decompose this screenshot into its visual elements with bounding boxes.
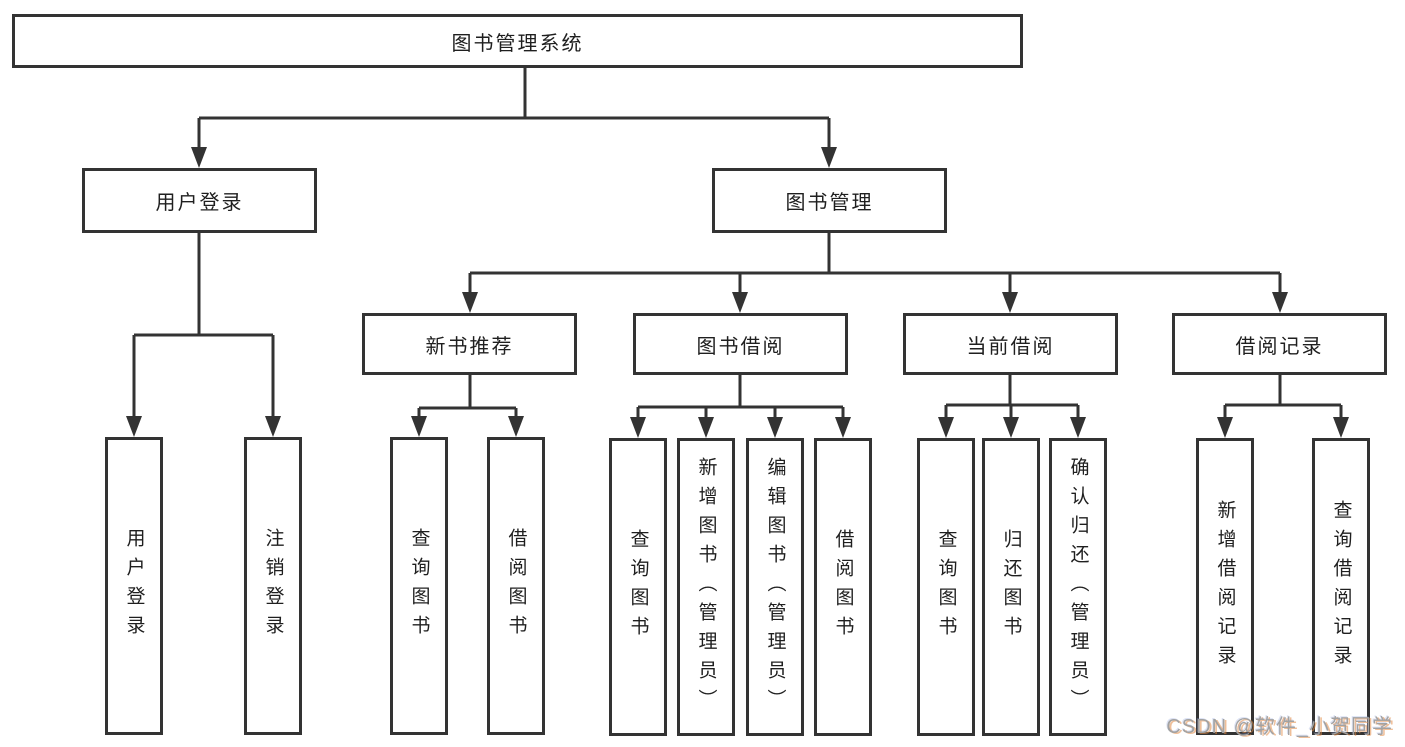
node-leaf-query-books-current: 查询图书 xyxy=(917,438,975,736)
node-leaf-logout: 注销登录 xyxy=(244,437,302,735)
csdn-watermark: CSDN @软件_小贺同学 xyxy=(1166,716,1393,738)
node-leaf-add-borrow-record: 新增借阅记录 xyxy=(1196,438,1254,735)
node-leaf-edit-books-admin: 编辑图书（管理员） xyxy=(746,438,804,736)
node-book-borrowing: 图书借阅 xyxy=(633,313,848,375)
node-book-management: 图书管理 xyxy=(712,168,947,233)
node-leaf-query-borrow-record: 查询借阅记录 xyxy=(1312,438,1370,735)
node-leaf-query-books-borrow: 查询图书 xyxy=(609,438,667,736)
node-borrowing-records: 借阅记录 xyxy=(1172,313,1387,375)
node-leaf-return-books: 归还图书 xyxy=(982,438,1040,736)
node-new-book-recommend: 新书推荐 xyxy=(362,313,577,375)
node-leaf-add-books-admin: 新增图书（管理员） xyxy=(677,438,735,736)
node-leaf-user-login: 用户登录 xyxy=(105,437,163,735)
node-leaf-query-books-recommend: 查询图书 xyxy=(390,437,448,735)
node-library-system-root: 图书管理系统 xyxy=(12,14,1023,68)
node-user-login: 用户登录 xyxy=(82,168,317,233)
node-leaf-borrow-books-recommend: 借阅图书 xyxy=(487,437,545,735)
node-leaf-borrow-books: 借阅图书 xyxy=(814,438,872,736)
node-leaf-confirm-return-admin: 确认归还（管理员） xyxy=(1049,438,1107,736)
node-current-borrowing: 当前借阅 xyxy=(903,313,1118,375)
